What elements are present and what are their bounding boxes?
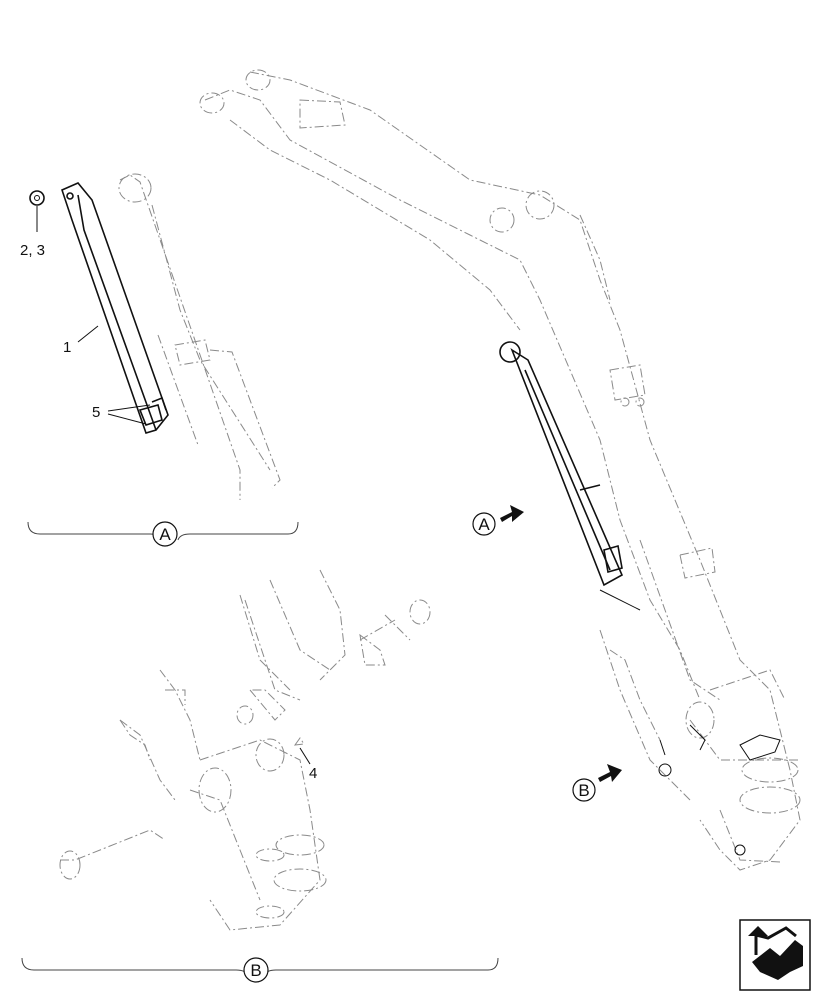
view-arrow-b: B [572,764,622,802]
view-arrow-b-label: B [578,781,589,800]
return-arrow-icon[interactable] [739,919,811,991]
washer-part [29,190,45,206]
callout-1: 1 [63,339,71,356]
callout-2-3: 2, 3 [20,242,45,259]
main-boom-assembly [199,69,801,871]
detail-a: 2, 3 1 5 A [20,173,299,547]
callout-4: 4 [309,765,317,782]
view-arrow-a-label: A [478,515,490,534]
callout-5: 5 [92,404,100,421]
view-arrow-a: A [472,505,524,536]
detail-a-label: A [159,525,171,544]
detail-b: 4 B [21,569,499,983]
detail-b-label: B [250,961,261,980]
